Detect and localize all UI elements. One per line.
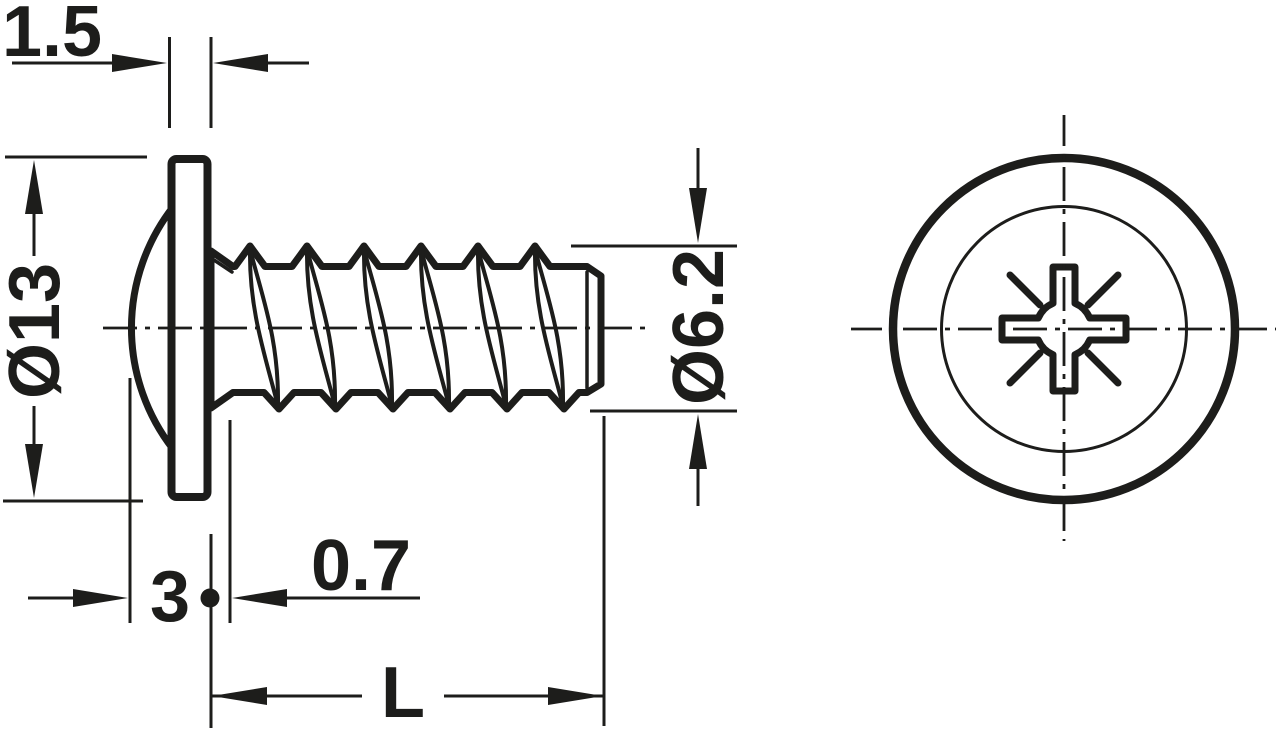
thread-flank-line <box>304 247 338 408</box>
pozidriv-recess <box>998 263 1130 395</box>
head-diameter-label: Ø13 <box>0 263 75 399</box>
neck-flank-line <box>212 258 234 274</box>
dimension-head-thickness: 1.5 <box>2 0 309 128</box>
arrowhead <box>25 444 43 498</box>
dimension-head-diameter: Ø13 <box>0 155 147 503</box>
neck-length-label: 0.7 <box>311 526 411 606</box>
arrowhead <box>112 54 167 72</box>
end-view <box>851 115 1276 541</box>
dimension-neck-length: 0.7 <box>228 420 420 623</box>
arrowhead <box>25 160 43 214</box>
arrowhead <box>213 54 268 72</box>
dimension-thread-diameter: Ø6.2 <box>571 148 739 506</box>
pozidriv-tick-mark <box>1084 271 1122 309</box>
dimension-head-height: 3 <box>28 378 220 728</box>
screw-length-label: L <box>381 653 425 730</box>
side-view <box>103 155 645 501</box>
arrowhead <box>689 414 707 469</box>
dimension-dot-terminator <box>200 588 220 608</box>
arrowhead <box>212 687 267 705</box>
arrowhead <box>73 589 128 607</box>
head-thickness-label: 1.5 <box>2 0 102 72</box>
pozidriv-tick-mark <box>1006 349 1044 387</box>
head-height-label: 3 <box>150 557 190 637</box>
thread-diameter-label: Ø6.2 <box>659 249 739 405</box>
pozidriv-tick-mark <box>1006 271 1044 309</box>
dimension-screw-length: L <box>212 416 606 730</box>
arrowhead <box>689 188 707 243</box>
arrowhead <box>232 589 287 607</box>
arrowhead <box>548 687 603 705</box>
pozidriv-tick-mark <box>1084 349 1122 387</box>
thread-flank-line <box>247 247 281 408</box>
